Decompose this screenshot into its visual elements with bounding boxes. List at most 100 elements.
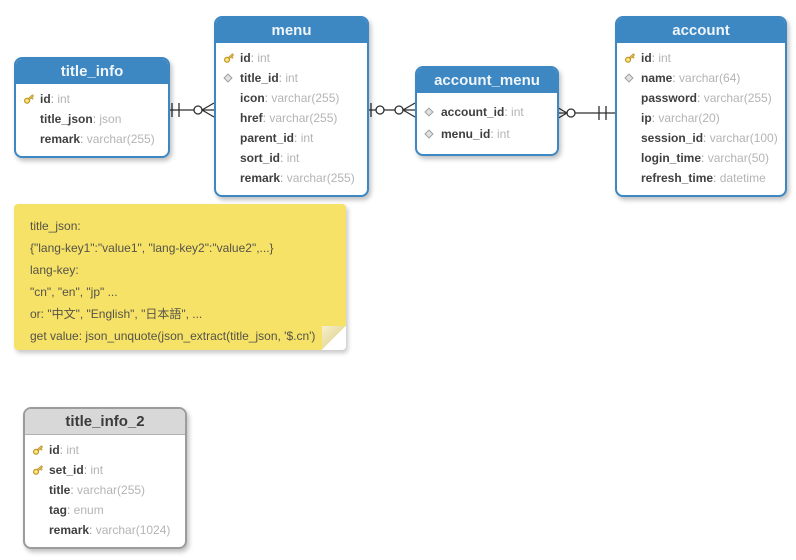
field-separator: : [713, 171, 720, 185]
field-row[interactable]: id: int [31, 440, 181, 460]
field-name: login_time [641, 151, 702, 165]
field-row[interactable]: sort_id: int [222, 148, 363, 168]
field-separator: : [92, 112, 100, 126]
field-name: href [240, 111, 263, 125]
field-row[interactable]: title: varchar(255) [31, 480, 181, 500]
field-row[interactable]: remark: varchar(255) [22, 129, 164, 149]
table-account[interactable]: account id: int name: varchar(64) passwo… [615, 16, 787, 197]
table-account_menu-body: account_id: int menu_id: int [417, 93, 557, 154]
field-row[interactable]: account_id: int [423, 101, 553, 123]
field-separator: : [250, 51, 258, 65]
field-separator: : [280, 171, 287, 185]
field-separator: : [672, 71, 680, 85]
field-separator: : [697, 91, 704, 105]
field-separator: : [651, 111, 659, 125]
field-separator: : [89, 523, 96, 537]
field-row[interactable]: id: int [22, 89, 164, 109]
field-type: int [90, 463, 104, 477]
key-icon [22, 92, 40, 106]
table-title_info_2[interactable]: title_info_2 id: int set_id: int title: … [23, 407, 187, 549]
table-account_menu[interactable]: account_menu account_id: int menu_id: in… [415, 66, 559, 156]
field-row[interactable]: session_id: varchar(100) [623, 128, 781, 148]
field-name: name [641, 71, 673, 85]
field-row[interactable]: remark: varchar(255) [222, 168, 363, 188]
relationship-account_menu-account[interactable] [554, 105, 615, 121]
field-type: varchar(255) [86, 132, 155, 146]
field-name: title_id [240, 71, 279, 85]
field-type: int [300, 131, 314, 145]
field-separator: : [278, 71, 286, 85]
table-title_info_2-body: id: int set_id: int title: varchar(255) … [25, 435, 185, 547]
table-menu-body: id: int title_id: int icon: varchar(255)… [216, 43, 367, 195]
field-row[interactable]: icon: varchar(255) [222, 88, 363, 108]
field-type: int [257, 51, 271, 65]
sticky-note-title_json[interactable]: title_json: {"lang-key1":"value1", "lang… [14, 204, 346, 350]
field-row[interactable]: title_json: json [22, 109, 164, 129]
field-row[interactable]: menu_id: int [423, 123, 553, 145]
table-title_info[interactable]: title_info id: int title_json: json rema… [14, 57, 170, 158]
table-menu[interactable]: menu id: int title_id: int icon: varchar… [214, 16, 369, 197]
field-type: int [57, 92, 71, 106]
field-type: varchar(255) [703, 91, 772, 105]
field-type: int [511, 105, 524, 119]
field-name: remark [40, 132, 81, 146]
note-line: "cn", "en", "jp" ... [30, 285, 118, 299]
field-name: icon [240, 91, 265, 105]
field-name: id [240, 51, 251, 65]
field-row[interactable]: id: int [623, 48, 781, 68]
field-type: varchar(1024) [95, 523, 171, 537]
key-icon [623, 51, 641, 65]
field-row[interactable]: href: varchar(255) [222, 108, 363, 128]
field-type: varchar(50) [707, 151, 770, 165]
diamond-icon [423, 106, 441, 118]
field-type: varchar(255) [77, 483, 146, 497]
field-row[interactable]: refresh_time: datetime [623, 168, 781, 188]
field-type: datetime [719, 171, 766, 185]
field-name: sort_id [240, 151, 281, 165]
field-type: varchar(100) [709, 131, 778, 145]
field-row[interactable]: set_id: int [31, 460, 181, 480]
field-name: ip [641, 111, 652, 125]
field-type: varchar(255) [286, 171, 355, 185]
field-name: id [40, 92, 51, 106]
field-type: varchar(255) [271, 91, 340, 105]
note-line: or: "中文", "English", "日本語", ... [30, 307, 203, 321]
note-folded-corner [322, 326, 346, 350]
field-name: parent_id [240, 131, 295, 145]
diamond-icon [222, 72, 240, 84]
field-separator: : [59, 443, 67, 457]
field-separator: : [50, 92, 58, 106]
field-separator: : [701, 151, 708, 165]
table-account-header[interactable]: account [617, 18, 785, 43]
field-row[interactable]: password: varchar(255) [623, 88, 781, 108]
field-row[interactable]: id: int [222, 48, 363, 68]
field-row[interactable]: parent_id: int [222, 128, 363, 148]
field-type: json [99, 112, 122, 126]
note-line: lang-key: [30, 263, 79, 277]
field-row[interactable]: title_id: int [222, 68, 363, 88]
table-title_info-header[interactable]: title_info [16, 59, 168, 84]
table-account_menu-header[interactable]: account_menu [417, 68, 557, 93]
field-name: id [641, 51, 652, 65]
table-title_info_2-header[interactable]: title_info_2 [25, 409, 185, 435]
field-name: title [49, 483, 71, 497]
field-row[interactable]: remark: varchar(1024) [31, 520, 181, 540]
field-row[interactable]: ip: varchar(20) [623, 108, 781, 128]
field-row[interactable]: name: varchar(64) [623, 68, 781, 88]
field-type: int [66, 443, 80, 457]
field-name: password [641, 91, 698, 105]
relationship-title_info-menu[interactable] [166, 102, 215, 118]
diamond-icon [623, 72, 641, 84]
field-row[interactable]: login_time: varchar(50) [623, 148, 781, 168]
field-name: refresh_time [641, 171, 714, 185]
field-separator: : [70, 483, 78, 497]
field-separator: : [490, 127, 498, 141]
field-name: menu_id [441, 127, 491, 141]
table-menu-header[interactable]: menu [216, 18, 367, 43]
field-type: enum [73, 503, 104, 517]
field-row[interactable]: tag: enum [31, 500, 181, 520]
key-icon [31, 463, 49, 477]
relationship-menu-account_menu[interactable] [365, 102, 416, 118]
field-separator: : [80, 132, 87, 146]
